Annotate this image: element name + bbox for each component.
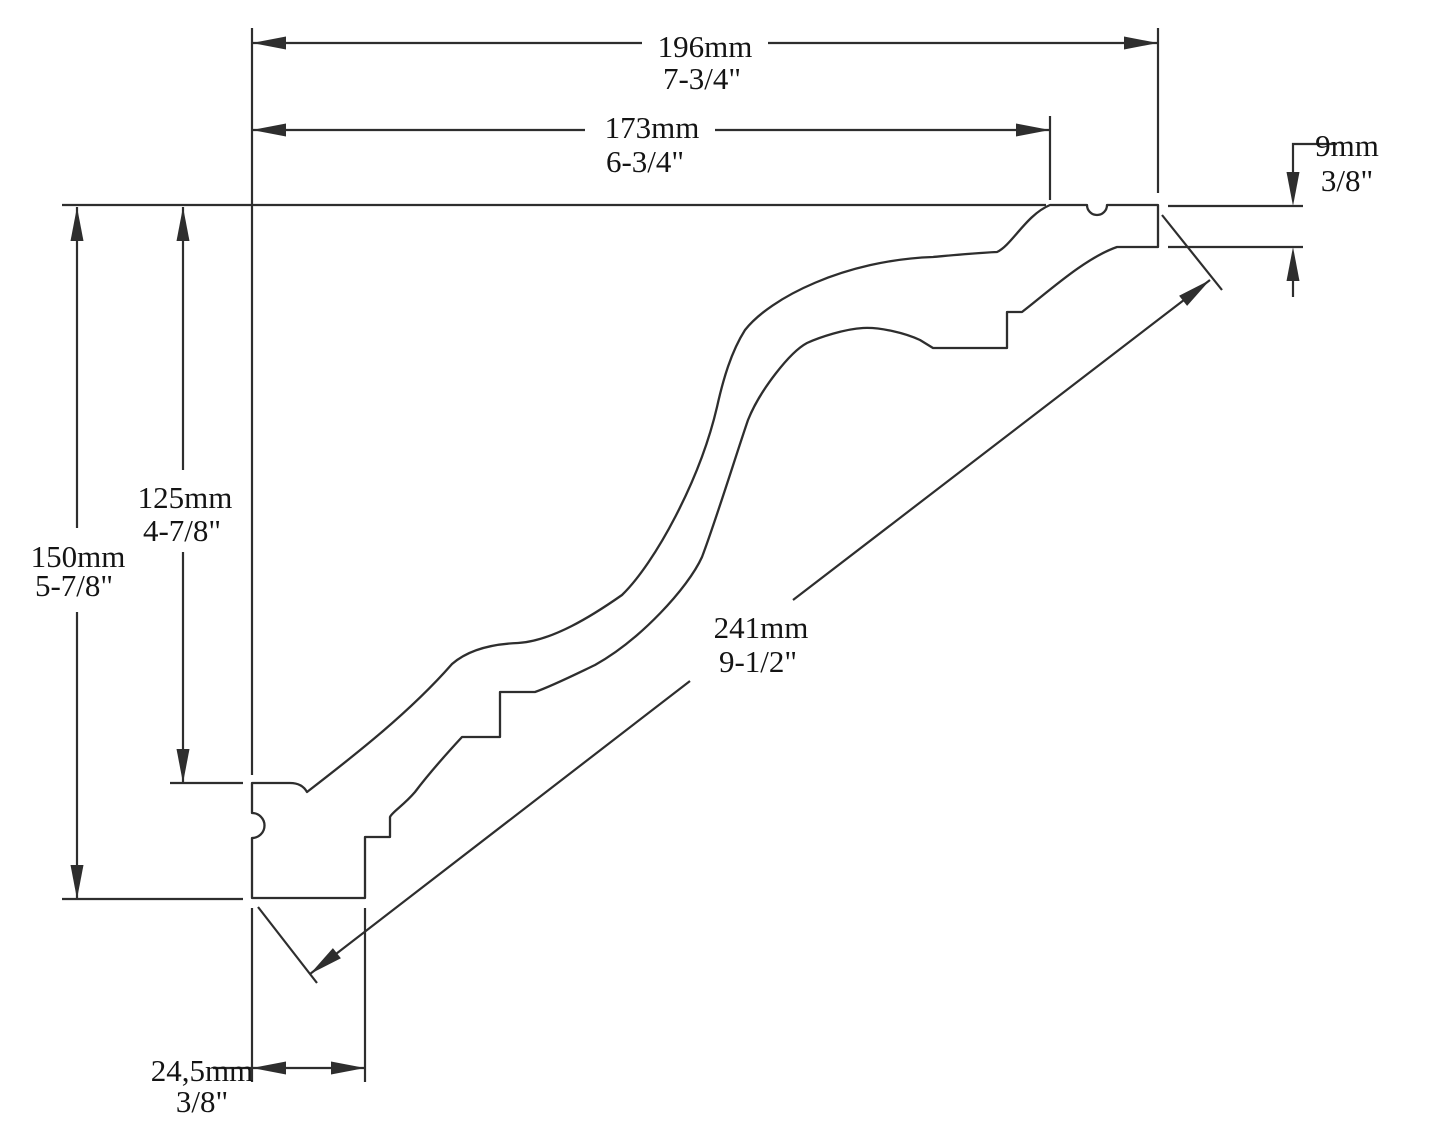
dim-upper-height: 125mm 4-7/8": [138, 207, 233, 783]
dim-overall-width-label-metric: 196mm: [658, 29, 753, 64]
dim-top-face-width-label-metric: 173mm: [605, 110, 700, 145]
dim-overall-width: 196mm 7-3/4": [252, 29, 1158, 96]
dim-top-end-thickness: 9mm 3/8": [1286, 128, 1379, 297]
dim-diagonal-face-label-metric: 241mm: [714, 610, 809, 645]
dim-diagonal-face-label-imperial: 9-1/2": [719, 644, 797, 679]
dim-overall-height-label-metric: 150mm: [31, 539, 126, 574]
dim-overall-height-arrow-down: [70, 865, 84, 899]
dim-bottom-end-thickness-label-metric: 24,5mm: [151, 1053, 253, 1088]
dim-bottom-end-thickness-label-imperial: 3/8": [176, 1084, 228, 1119]
dim-diagonal-face: 241mm 9-1/2": [309, 279, 1211, 975]
dim-top-end-thickness-label-metric: 9mm: [1315, 128, 1379, 163]
dim-overall-width-label-imperial: 7-3/4": [663, 61, 741, 96]
dim-top-face-width-label-imperial: 6-3/4": [606, 144, 684, 179]
dim-overall-height-arrow-up: [70, 207, 84, 241]
dim-overall-width-arrow-left: [252, 36, 286, 50]
dim-bottom-end-thickness-arrow-right: [331, 1061, 365, 1075]
dim-top-end-thickness-arrow-down: [1286, 172, 1300, 206]
dim-upper-height-label-metric: 125mm: [138, 480, 233, 515]
dim-upper-height-arrow-down: [176, 749, 190, 783]
dim-overall-height: 150mm 5-7/8": [31, 207, 126, 899]
dim-overall-height-label-imperial: 5-7/8": [35, 568, 113, 603]
dim-top-end-thickness-leader: [1291, 142, 1337, 297]
dim-overall-width-arrow-right: [1124, 36, 1158, 50]
dim-diagonal-face-arrow-top: [1179, 280, 1210, 306]
dim-top-end-thickness-arrow-up: [1286, 247, 1300, 281]
dim-bottom-end-thickness-arrow-left: [252, 1061, 286, 1075]
dim-upper-height-label-imperial: 4-7/8": [143, 513, 221, 548]
diagonal-ticks: [257, 214, 1223, 984]
dim-top-face-width-arrow-left: [252, 123, 286, 137]
extension-lines: [62, 28, 1303, 1082]
molding-profile: [250, 203, 1160, 900]
dim-upper-height-arrow-up: [176, 207, 190, 241]
dim-top-face-width: 173mm 6-3/4": [252, 110, 1050, 179]
top-thickness-extension-lines: [1168, 204, 1303, 249]
dim-bottom-end-thickness: 24,5mm 3/8": [151, 1053, 365, 1119]
dim-diagonal-face-line: [309, 279, 1211, 975]
molding-profile-outline: [250, 203, 1160, 900]
dim-top-face-width-arrow-right: [1016, 123, 1050, 137]
dim-top-end-thickness-label-imperial: 3/8": [1321, 163, 1373, 198]
dim-diagonal-face-arrow-bottom: [310, 948, 341, 974]
